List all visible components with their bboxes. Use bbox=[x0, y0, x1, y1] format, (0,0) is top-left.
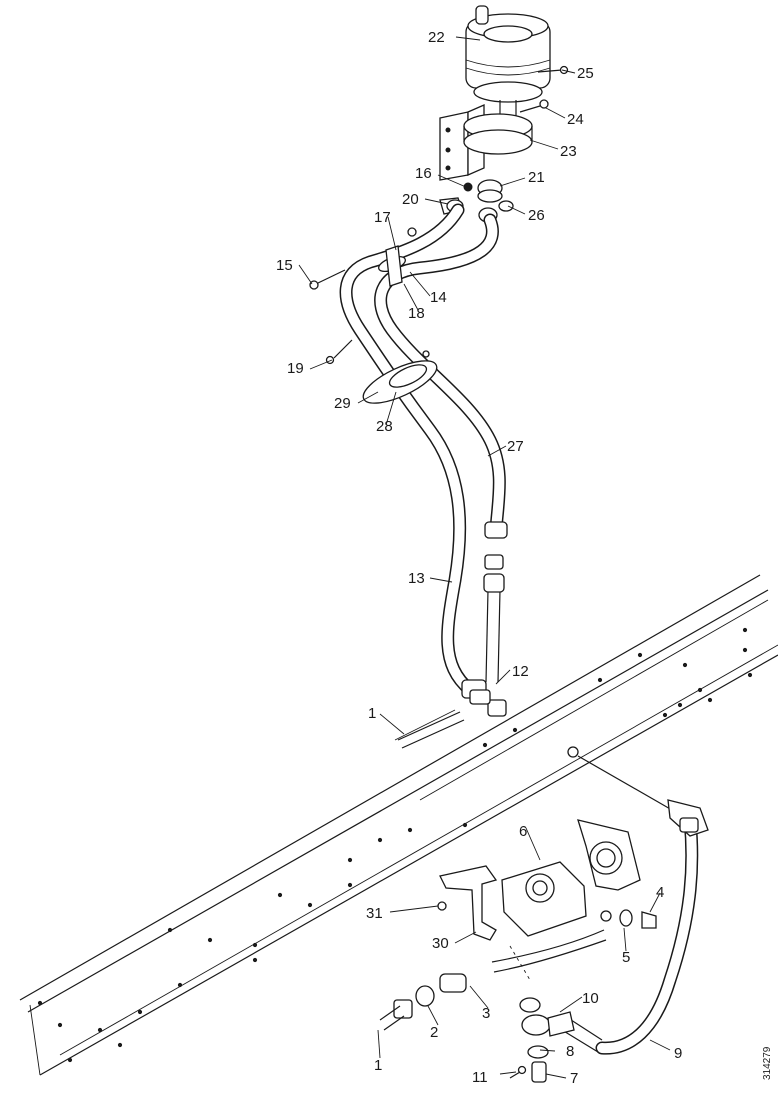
callout-31: 31 bbox=[366, 905, 383, 922]
callout-29: 29 bbox=[334, 395, 351, 412]
hoses bbox=[339, 203, 699, 1055]
callout-labels: 22 25 24 23 21 26 16 20 17 15 14 18 19 2… bbox=[276, 29, 682, 1087]
callout-1-upper: 1 bbox=[368, 705, 376, 722]
callout-10: 10 bbox=[582, 990, 599, 1007]
callout-27: 27 bbox=[507, 438, 524, 455]
pipe-fittings bbox=[461, 521, 508, 717]
elbow-fitting bbox=[567, 746, 709, 837]
callout-26: 26 bbox=[528, 207, 545, 224]
mounting-bracket bbox=[439, 99, 549, 181]
reservoir-tank bbox=[465, 5, 551, 118]
callout-23: 23 bbox=[560, 143, 577, 160]
callout-15: 15 bbox=[276, 257, 293, 274]
callout-22: 22 bbox=[428, 29, 445, 46]
callout-8: 8 bbox=[566, 1043, 574, 1060]
callout-7: 7 bbox=[570, 1070, 578, 1087]
hose-clips bbox=[362, 227, 438, 404]
callout-6: 6 bbox=[519, 823, 527, 840]
frame-rail bbox=[19, 574, 778, 1076]
callout-20: 20 bbox=[402, 191, 419, 208]
pump-assembly bbox=[379, 819, 657, 1031]
callout-28: 28 bbox=[376, 418, 393, 435]
rail-spacer-bar bbox=[397, 711, 465, 749]
callout-25: 25 bbox=[577, 65, 594, 82]
callout-30: 30 bbox=[432, 935, 449, 952]
callout-18: 18 bbox=[408, 305, 425, 322]
callout-2: 2 bbox=[430, 1024, 438, 1041]
callout-14: 14 bbox=[430, 289, 447, 306]
banjo-fitting bbox=[509, 945, 575, 1083]
callout-16: 16 bbox=[415, 165, 432, 182]
callout-19: 19 bbox=[287, 360, 304, 377]
callout-5: 5 bbox=[622, 949, 630, 966]
frame-rail-holes bbox=[37, 627, 753, 1063]
callout-24: 24 bbox=[567, 111, 584, 128]
callout-21: 21 bbox=[528, 169, 545, 186]
callout-1-lower: 1 bbox=[374, 1057, 382, 1074]
callout-13: 13 bbox=[408, 570, 425, 587]
callout-11: 11 bbox=[472, 1069, 488, 1086]
callout-12: 12 bbox=[512, 663, 529, 680]
screws bbox=[309, 269, 353, 365]
leader-lines bbox=[298, 36, 671, 1079]
callout-17: 17 bbox=[374, 209, 391, 226]
callout-4: 4 bbox=[656, 884, 664, 901]
callout-9: 9 bbox=[674, 1045, 682, 1062]
drawing-code: 314279 bbox=[762, 1046, 773, 1080]
callout-3: 3 bbox=[482, 1005, 490, 1022]
